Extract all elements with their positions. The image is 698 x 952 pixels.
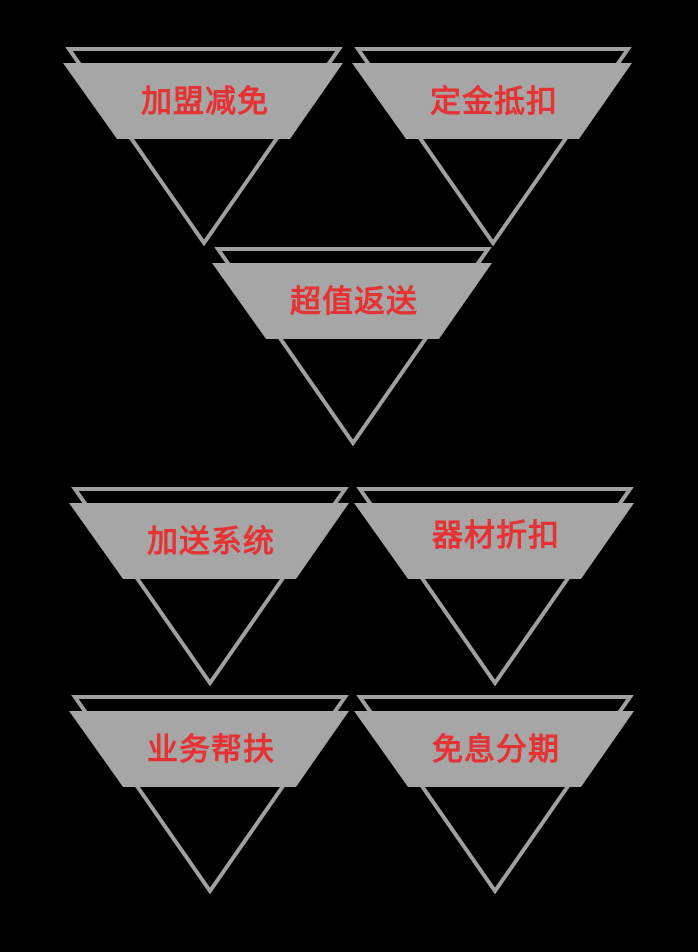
badge-value-rebate: 超值返送 <box>212 246 492 446</box>
inverted-triangle-icon <box>212 247 492 446</box>
badge-franchise-reduction: 加盟减免 <box>63 46 343 246</box>
inverted-triangle-icon <box>69 487 349 686</box>
badge-interest-free-installments: 免息分期 <box>354 694 634 894</box>
badge-label: 加盟减免 <box>141 84 269 120</box>
inverted-triangle-icon <box>69 695 349 894</box>
badge-label: 定金抵扣 <box>430 84 558 120</box>
badge-label: 免息分期 <box>432 732 560 768</box>
inverted-triangle-icon <box>63 47 343 246</box>
badge-equipment-discount: 器材折扣 <box>354 486 634 686</box>
badge-deposit-deduction: 定金抵扣 <box>352 46 632 246</box>
badge-bonus-system: 加送系统 <box>69 486 349 686</box>
badge-business-support: 业务帮扶 <box>69 694 349 894</box>
badge-label: 加送系统 <box>147 524 275 560</box>
inverted-triangle-icon <box>354 695 634 894</box>
inverted-triangle-icon <box>354 487 634 686</box>
badge-label: 业务帮扶 <box>147 732 275 768</box>
badge-label: 器材折扣 <box>432 518 560 554</box>
inverted-triangle-icon <box>352 47 632 246</box>
badge-label: 超值返送 <box>290 284 418 320</box>
